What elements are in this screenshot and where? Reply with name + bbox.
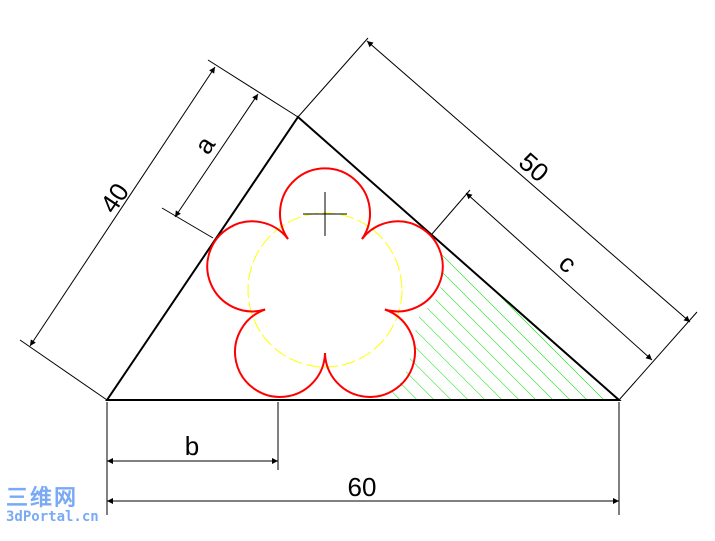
dim-text-b: b <box>185 431 199 461</box>
dim-text-c: c <box>553 248 582 279</box>
watermark-line2: 3dPortal.cn <box>6 509 99 525</box>
flower-petal <box>324 308 416 398</box>
dim-line-c <box>465 192 653 361</box>
construction-circle <box>247 212 403 368</box>
center-mark <box>303 192 347 236</box>
watermark-line1: 三维网 <box>6 486 79 511</box>
flower-petal <box>234 308 326 398</box>
dim-text-40: 40 <box>94 178 135 219</box>
dimension-lines <box>29 40 691 504</box>
watermark-logo: 三维网 3dPortal.cn <box>6 486 99 525</box>
flower-petal <box>206 220 289 313</box>
dim-line-a <box>174 93 259 218</box>
extension-lines <box>19 37 698 515</box>
flower-petal <box>361 220 444 313</box>
hatch-region <box>380 236 619 400</box>
dim-text-60: 60 <box>348 472 377 502</box>
dim-text-50: 50 <box>513 146 555 188</box>
